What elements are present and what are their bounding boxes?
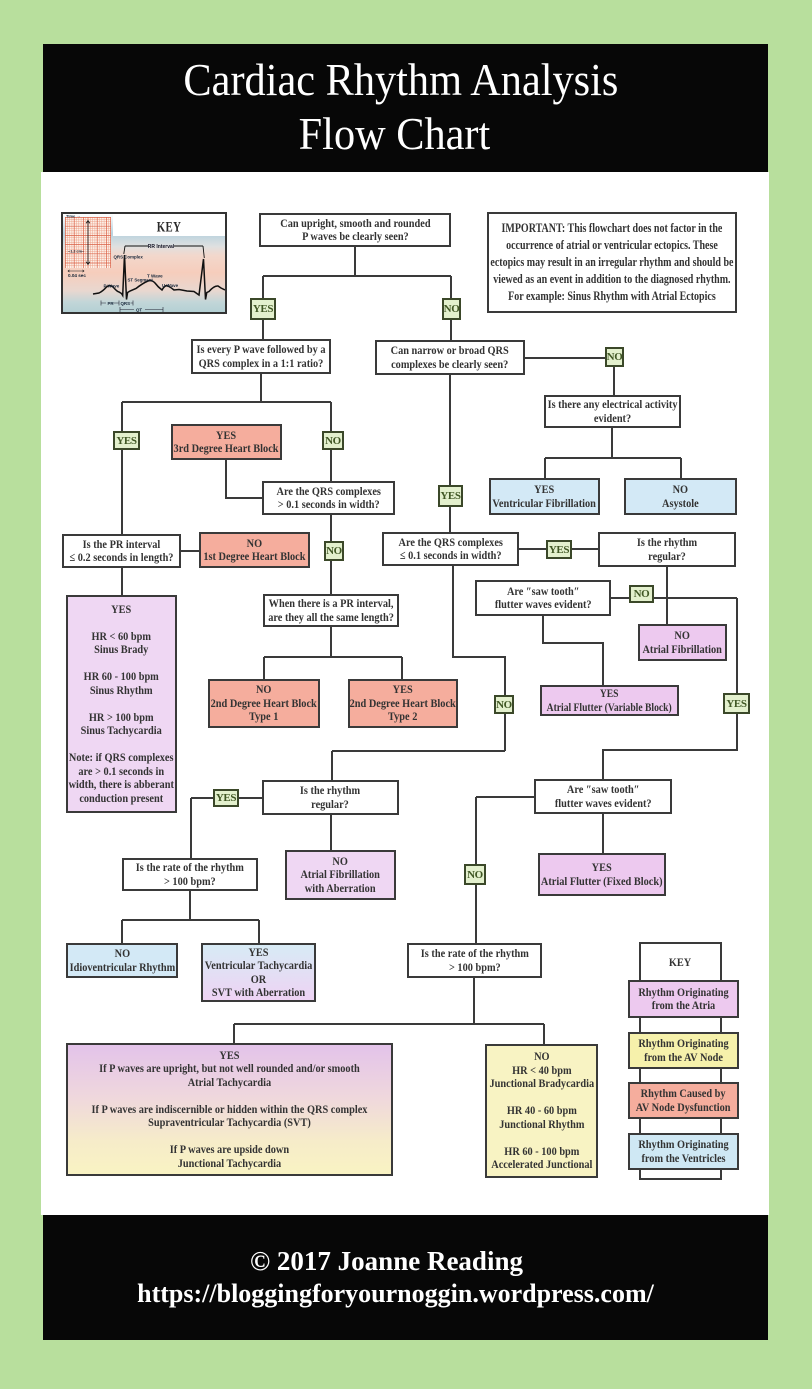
svg-text:ST Segment: ST Segment <box>128 278 154 283</box>
svg-text:QRS Complex: QRS Complex <box>114 255 144 260</box>
svg-text:−1.2 cm−: −1.2 cm− <box>68 250 85 254</box>
svg-text:0.04 sec: 0.04 sec <box>68 273 86 278</box>
svg-text:RR Interval: RR Interval <box>148 244 175 250</box>
svg-text:QRS: QRS <box>121 301 131 306</box>
svg-text:T Wave: T Wave <box>147 274 163 279</box>
svg-text:PR: PR <box>108 301 115 306</box>
svg-text:P Wave: P Wave <box>104 284 120 289</box>
svg-text:KEY: KEY <box>157 218 182 235</box>
svg-text:Time →: Time → <box>66 214 80 219</box>
svg-text:QT: QT <box>136 308 142 313</box>
svg-text:U Wave: U Wave <box>162 283 179 288</box>
